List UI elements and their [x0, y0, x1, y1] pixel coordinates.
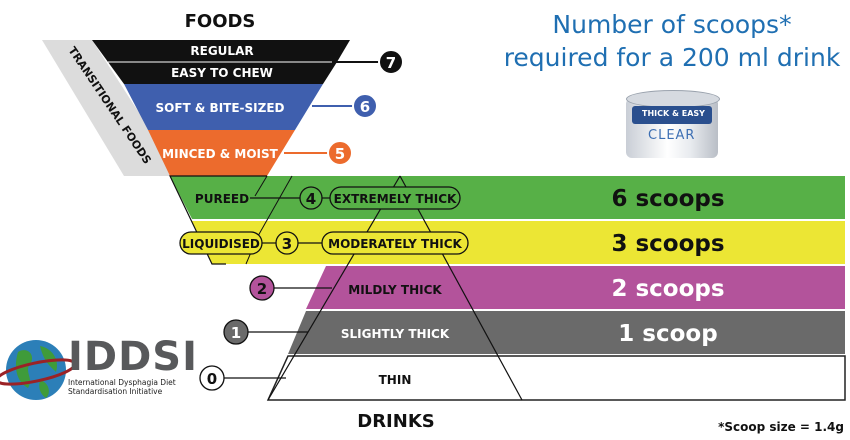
scoops-extremely-thick: 6 scoops: [611, 186, 724, 212]
level-3-number: 3: [282, 235, 292, 253]
drink-label-extremely-thick: EXTREMELY THICK: [334, 192, 457, 206]
drinks-heading: DRINKS: [357, 411, 434, 432]
logo-subtitle-2: Standardisation Initiative: [68, 387, 163, 396]
food-band-easy-to-chew: [108, 62, 337, 84]
logo-name: IDDSI: [68, 334, 198, 380]
band-thin: [266, 355, 846, 401]
level-0-number: 0: [207, 370, 217, 388]
logo-subtitle-1: International Dysphagia Diet: [68, 378, 176, 387]
product-brand: THICK & EASY: [642, 109, 705, 118]
level-6-badge: [352, 93, 378, 119]
band-mildly-thick: [306, 266, 845, 309]
title-line-2: required for a 200 ml drink: [503, 43, 841, 72]
title-line-1: Number of scoops*: [552, 10, 792, 39]
level-7-number: 7: [386, 54, 396, 72]
drink-label-thin: THIN: [379, 373, 412, 387]
level-7-badge: [378, 49, 404, 75]
scoop-size-footnote: *Scoop size = 1.4g: [718, 420, 844, 434]
food-label-soft-bite-sized: SOFT & BITE-SIZED: [156, 101, 285, 115]
level-4-number: 4: [306, 190, 316, 208]
band-slightly-thick: [288, 311, 845, 354]
drink-label-moderately-thick: MODERATELY THICK: [328, 237, 462, 251]
transitional-foods-band: [42, 40, 180, 176]
level-5-number: 5: [335, 145, 345, 163]
drink-label-mildly-thick: MILDLY THICK: [348, 283, 442, 297]
level-1-number: 1: [231, 324, 241, 342]
thickener-product-image: THICK & EASY CLEAR: [626, 88, 720, 162]
scoops-mildly-thick: 2 scoops: [611, 276, 724, 302]
scoops-slightly-thick: 1 scoop: [618, 321, 717, 347]
drink-label-slightly-thick: SLIGHTLY THICK: [341, 327, 450, 341]
food-label-liquidised: LIQUIDISED: [182, 237, 260, 251]
scoops-title: Number of scoops* required for a 200 ml …: [462, 8, 850, 74]
food-band-soft-bite-sized: [124, 84, 323, 130]
food-label-minced-moist: MINCED & MOIST: [162, 147, 278, 161]
product-variant: CLEAR: [648, 128, 696, 143]
level-5-badge: [327, 140, 353, 166]
scoops-moderately-thick: 3 scoops: [611, 231, 724, 257]
foods-heading: FOODS: [185, 11, 256, 32]
level-2-number: 2: [257, 280, 267, 298]
food-band-regular: [92, 40, 350, 62]
food-band-minced-moist: [148, 130, 295, 176]
globe-icon: [0, 340, 77, 400]
food-label-pureed: PUREED: [195, 192, 249, 206]
iddsi-logo: IDDSI International Dysphagia Diet Stand…: [68, 336, 198, 396]
food-label-regular: REGULAR: [190, 44, 253, 58]
food-label-easy-to-chew: EASY TO CHEW: [171, 66, 273, 80]
level-6-number: 6: [360, 98, 370, 116]
